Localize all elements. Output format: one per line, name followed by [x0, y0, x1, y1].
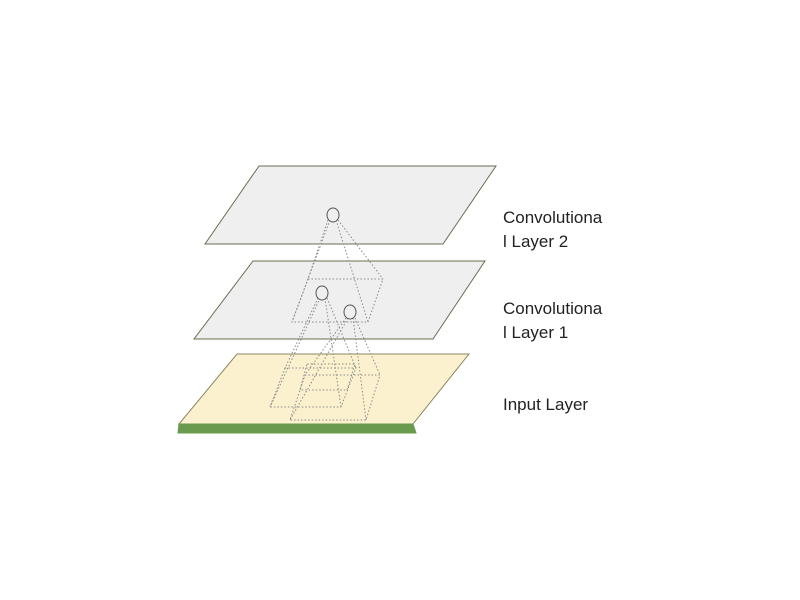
- connection-line: [326, 297, 357, 369]
- receptive-field-outer: [289, 374, 381, 421]
- connections-conv1-to-input: [269, 297, 381, 421]
- conv1-neuron-right: [343, 304, 357, 320]
- connections-conv2-to-conv1: [291, 219, 384, 323]
- conv-layer-1-plane: [192, 260, 486, 340]
- conv-layer-2-plane: [204, 165, 497, 245]
- connection-line: [269, 297, 321, 408]
- receptive-field-left: [269, 367, 357, 408]
- connection-line: [284, 297, 319, 369]
- conv-layer-2-label: Convolutiona l Layer 2: [503, 206, 602, 254]
- connection-line: [324, 297, 342, 408]
- conv1-receptive-field: [291, 278, 384, 323]
- conv1-neuron-left: [315, 285, 329, 301]
- connection-line: [304, 317, 347, 376]
- conv-layer-2-label-line1: Convolutiona: [503, 208, 603, 227]
- connection-line: [291, 219, 331, 323]
- input-layer-edge: [177, 423, 417, 434]
- input-layer-label: Input Layer: [503, 395, 589, 414]
- conv2-neuron: [326, 207, 340, 223]
- receptive-field-inner: [299, 363, 356, 391]
- input-receptive-fields: [269, 363, 381, 421]
- conv-layer-1-label: Convolutiona l Layer 1: [503, 297, 602, 345]
- conv-layer-2-label-line2: l Layer 2: [503, 232, 569, 251]
- conv-layer-1-label-line1: Convolutiona: [503, 299, 603, 318]
- conv-layer-1-label-line2: l Layer 1: [503, 323, 569, 342]
- connection-line: [335, 219, 369, 323]
- input-layer-plane: [177, 353, 471, 425]
